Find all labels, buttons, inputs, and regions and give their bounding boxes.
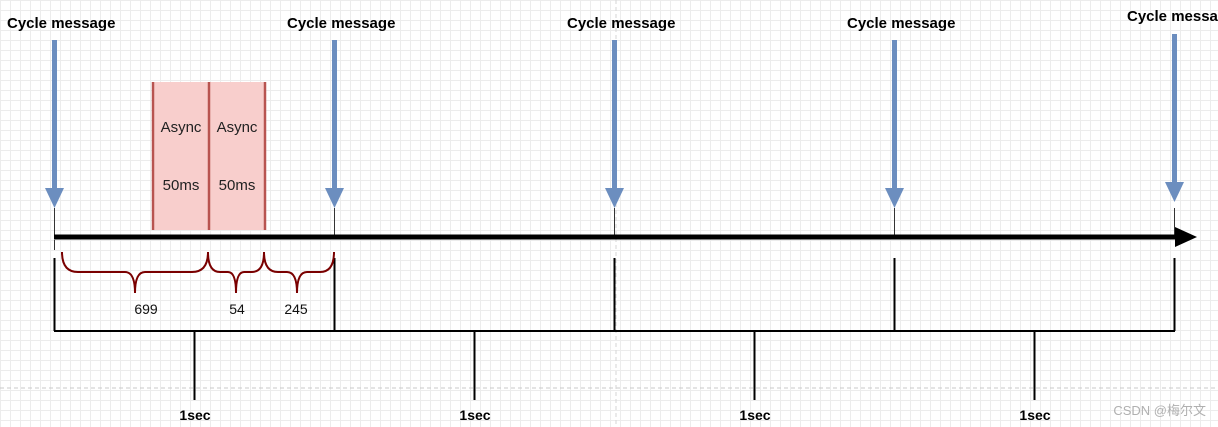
async-block-2-name: Async (217, 119, 258, 136)
async-block-1-name: Async (161, 119, 202, 136)
cycle-arrow-1-head (45, 188, 64, 208)
cycle-message-label-5: Cycle message (1127, 8, 1218, 25)
cycle-arrow-5-shaft (1172, 34, 1177, 184)
async-block-1-duration: 50ms (163, 177, 200, 194)
segment-label-2: 54 (229, 301, 245, 317)
cycle-message-label-2: Cycle message (287, 15, 395, 32)
cycle-message-label-1: Cycle message (7, 15, 115, 32)
interval-label-4: 1sec (1019, 407, 1050, 423)
cycle-arrow-3-head (605, 188, 624, 208)
cycle-arrow-2-head (325, 188, 344, 208)
cycle-arrow-4-shaft (892, 40, 897, 190)
async-block-2-duration: 50ms (219, 177, 256, 194)
cycle-arrow-5-head (1165, 182, 1184, 202)
timeline-arrowhead (1175, 227, 1197, 247)
interval-label-1: 1sec (179, 407, 210, 423)
segment-brace-1 (61, 251, 209, 294)
segment-label-1: 699 (134, 301, 158, 317)
cycle-message-label-4: Cycle message (847, 15, 955, 32)
cycle-message-label-3: Cycle message (567, 15, 675, 32)
async-block-2 (209, 82, 265, 230)
segment-label-3: 245 (284, 301, 308, 317)
interval-label-3: 1sec (739, 407, 770, 423)
cycle-arrow-4-head (885, 188, 904, 208)
watermark-text: CSDN @梅尔文 (1113, 403, 1206, 418)
segment-brace-2 (207, 251, 265, 294)
cycle-arrow-3-shaft (612, 40, 617, 190)
segment-brace-3 (263, 251, 335, 294)
cycle-arrow-1-shaft (52, 40, 57, 190)
interval-label-2: 1sec (459, 407, 490, 423)
async-block-1 (153, 82, 209, 230)
cycle-arrow-2-shaft (332, 40, 337, 190)
